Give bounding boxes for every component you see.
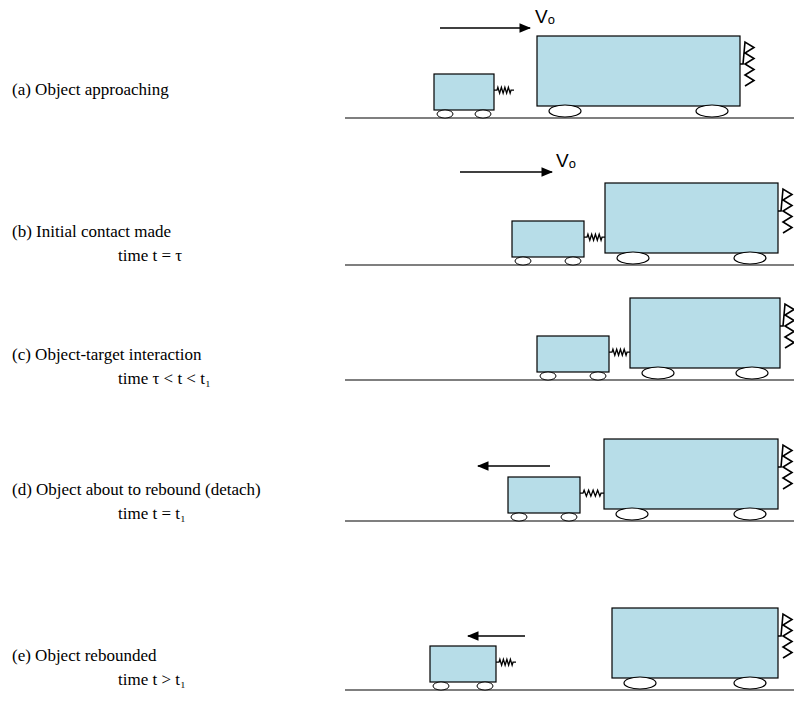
cart-wheel: [540, 372, 556, 380]
ground-line: [345, 379, 794, 380]
velocity-label: Vₒ: [556, 150, 576, 173]
stage-caption: (a) Object approaching: [12, 80, 169, 100]
cart-wheel: [736, 367, 768, 379]
object-spring: [496, 659, 516, 665]
target-cart: [605, 183, 778, 253]
velocity-arrow: [440, 27, 530, 28]
stage-caption: (c) Object-target interaction: [12, 345, 201, 365]
cart-wheel: [590, 372, 606, 380]
collision-scene: [345, 172, 794, 265]
cart-wheel: [477, 682, 493, 690]
target-cart: [537, 36, 740, 106]
time-label: time τ < t < t₁: [118, 369, 211, 389]
target-spring: [778, 445, 792, 489]
cart-wheel: [642, 367, 674, 379]
target-spring: [778, 614, 792, 658]
target-cart: [630, 298, 780, 368]
cart-wheel: [617, 252, 649, 264]
target-spring: [780, 304, 794, 348]
object-cart: [434, 74, 494, 110]
cart-wheel: [616, 508, 648, 520]
velocity-arrow: [460, 171, 552, 172]
velocity-label: Vₒ: [535, 6, 555, 29]
collision-scene: [345, 439, 794, 521]
object-cart: [512, 221, 584, 257]
cart-wheel: [437, 110, 453, 118]
object-spring: [584, 234, 605, 240]
time-label: time t > t₁: [118, 670, 186, 690]
cart-wheel: [511, 513, 527, 521]
cart-wheel: [561, 513, 577, 521]
velocity-arrow: [468, 635, 525, 636]
cart-wheel: [734, 252, 766, 264]
object-cart: [508, 477, 580, 513]
ground-line: [345, 117, 794, 118]
target-cart: [604, 439, 778, 509]
time-label: time t = τ: [118, 246, 182, 266]
cart-wheel: [565, 257, 581, 265]
cart-wheel: [624, 677, 656, 689]
cart-wheel: [734, 677, 766, 689]
object-cart: [537, 336, 609, 372]
object-cart: [430, 646, 496, 682]
cart-wheel: [475, 110, 491, 118]
stage-caption: (b) Initial contact made: [12, 222, 171, 242]
ground-line: [345, 689, 794, 690]
cart-wheel: [696, 105, 728, 117]
cart-wheel: [433, 682, 449, 690]
collision-scene: [345, 608, 794, 690]
object-spring: [580, 490, 604, 496]
target-spring: [740, 42, 754, 86]
stage-caption: (d) Object about to rebound (detach): [12, 480, 261, 500]
target-cart: [612, 608, 778, 678]
velocity-arrow: [478, 465, 550, 466]
time-label: time t = t₁: [118, 504, 186, 524]
cart-wheel: [549, 105, 581, 117]
object-spring: [609, 349, 630, 355]
cart-wheel: [734, 508, 766, 520]
collision-scene: [345, 298, 794, 380]
target-spring: [778, 189, 792, 233]
cart-wheel: [515, 257, 531, 265]
stage-caption: (e) Object rebounded: [12, 646, 156, 666]
collision-scene: [345, 28, 794, 118]
object-spring: [494, 87, 514, 93]
